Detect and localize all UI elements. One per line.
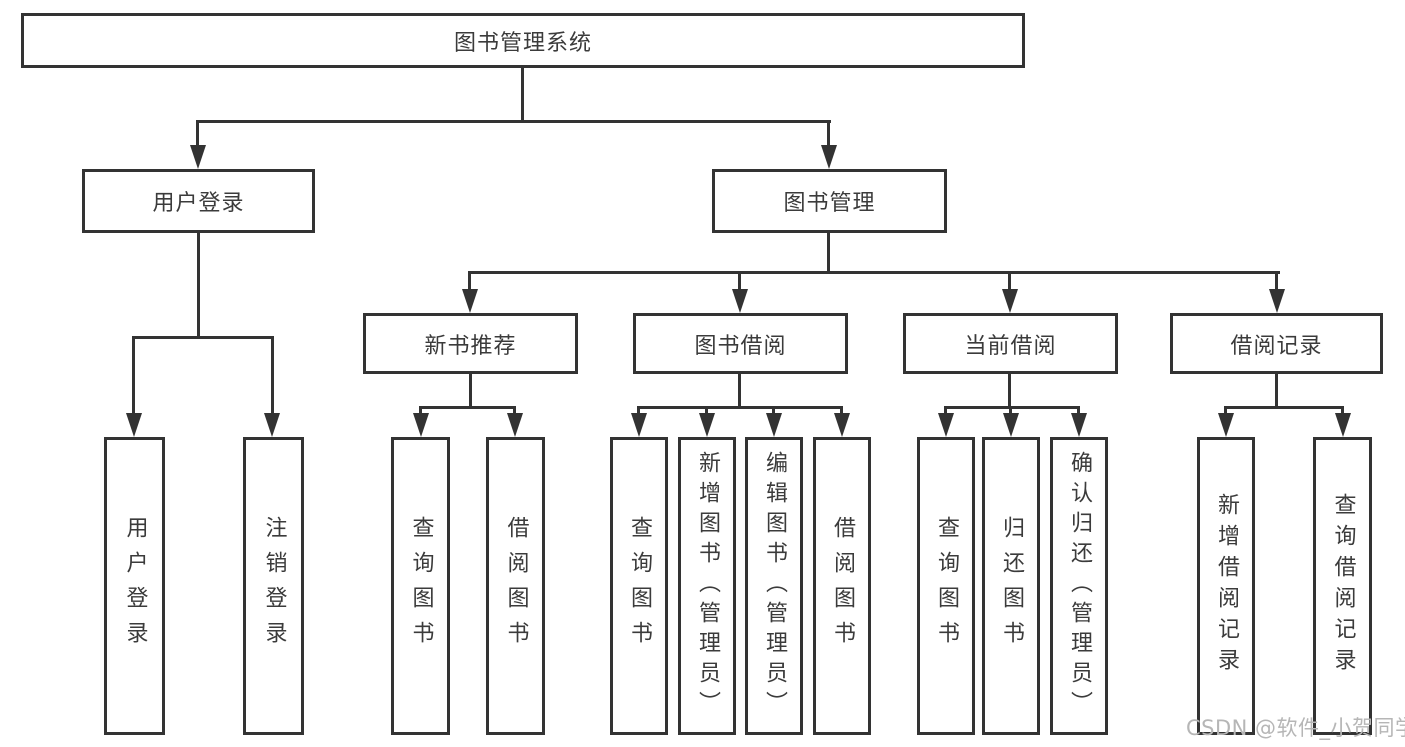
connector-drop-current-borrow [1008, 271, 1011, 293]
arrow-leaf-logout [264, 413, 280, 437]
arrow-bb-4 [834, 413, 850, 437]
arrow-user-login [190, 145, 206, 169]
connector-drop-user-login [196, 120, 199, 148]
leaf-bb-query-books-label: 查询图书 [627, 516, 652, 656]
node-root-label: 图书管理系统 [453, 30, 592, 56]
connector-drop-leaf-logout [271, 336, 274, 416]
arrow-cb-2 [1003, 413, 1019, 437]
connector-userlogin-stem [197, 233, 200, 336]
leaf-user-login-label: 用户登录 [122, 516, 148, 656]
leaf-bb-add-books-admin-label: 新增图书（管理员） [695, 451, 720, 721]
connector-bookmgmt-bar [469, 271, 1280, 274]
leaf-cb-confirm-return-admin-label: 确认归还（管理员） [1067, 451, 1092, 721]
node-current-borrowing-label: 当前借阅 [964, 333, 1057, 359]
connector-drop-bb-3 [772, 406, 775, 418]
csdn-watermark: CSDN @软件_小贺同学 [1186, 716, 1405, 740]
connector-drop-nb-borrow [513, 406, 516, 418]
node-borrowing-records: 借阅记录 [1170, 313, 1383, 374]
leaf-nb-query-books: 查询图书 [391, 437, 450, 735]
leaf-nb-borrow-books-label: 借阅图书 [503, 516, 529, 656]
connector-newbook-bar [419, 406, 516, 409]
connector-br-stem [1275, 374, 1278, 406]
connector-root-bar [197, 120, 831, 123]
leaf-bb-add-books-admin: 新增图书（管理员） [678, 437, 736, 735]
connector-drop-book-borrow [738, 271, 741, 293]
connector-userlogin-bar [133, 336, 274, 339]
arrow-nb-query [413, 413, 429, 437]
connector-drop-cb-2 [1009, 406, 1012, 418]
connector-cb-bar [944, 406, 1080, 409]
leaf-bb-edit-books-admin-label: 编辑图书（管理员） [762, 451, 787, 721]
leaf-nb-query-books-label: 查询图书 [408, 516, 434, 656]
connector-drop-bb-2 [705, 406, 708, 418]
connector-bb-stem [738, 374, 741, 406]
arrow-book-mgmt [821, 145, 837, 169]
arrow-bb-1 [631, 413, 647, 437]
connector-drop-cb-3 [1077, 406, 1080, 418]
arrow-leaf-login [126, 413, 142, 437]
leaf-bb-borrow-books-label: 借阅图书 [830, 516, 855, 656]
node-book-management: 图书管理 [712, 169, 947, 233]
arrow-bb-3 [766, 413, 782, 437]
leaf-br-query-record-label: 查询借阅记录 [1330, 493, 1356, 679]
leaf-logout: 注销登录 [243, 437, 304, 735]
connector-newbook-stem [469, 374, 472, 406]
leaf-bb-edit-books-admin: 编辑图书（管理员） [745, 437, 803, 735]
arrow-book-borrow [732, 289, 748, 313]
arrow-br-1 [1218, 413, 1234, 437]
connector-bookmgmt-stem [827, 233, 830, 271]
connector-bb-bar [637, 406, 842, 409]
connector-br-bar [1224, 406, 1344, 409]
connector-drop-cb-1 [944, 406, 947, 418]
node-root-system: 图书管理系统 [21, 13, 1025, 68]
connector-drop-nb-query [419, 406, 422, 418]
node-book-borrowing-label: 图书借阅 [694, 333, 787, 359]
leaf-br-query-record: 查询借阅记录 [1313, 437, 1372, 735]
node-new-book-recommend-label: 新书推荐 [424, 333, 517, 359]
node-user-login: 用户登录 [82, 169, 315, 233]
connector-drop-borrow-record [1275, 271, 1278, 293]
node-current-borrowing: 当前借阅 [903, 313, 1118, 374]
leaf-bb-borrow-books: 借阅图书 [813, 437, 871, 735]
connector-drop-br-1 [1224, 406, 1227, 418]
leaf-logout-label: 注销登录 [261, 516, 287, 656]
connector-root-stem [521, 68, 524, 120]
arrow-current-borrow [1002, 289, 1018, 313]
node-user-login-label: 用户登录 [152, 191, 245, 216]
leaf-cb-confirm-return-admin: 确认归还（管理员） [1050, 437, 1108, 735]
leaf-cb-query-books-label: 查询图书 [934, 516, 959, 656]
leaf-br-add-record: 新增借阅记录 [1197, 437, 1255, 735]
arrow-nb-borrow [507, 413, 523, 437]
connector-drop-leaf-login [132, 336, 135, 416]
connector-drop-bb-4 [840, 406, 843, 418]
arrow-br-2 [1335, 413, 1351, 437]
leaf-nb-borrow-books: 借阅图书 [486, 437, 545, 735]
connector-drop-new-book [468, 271, 471, 293]
arrow-new-book [462, 289, 478, 313]
connector-drop-book-mgmt [827, 120, 830, 148]
node-borrowing-records-label: 借阅记录 [1230, 333, 1323, 359]
connector-drop-br-2 [1341, 406, 1344, 418]
arrow-bb-2 [699, 413, 715, 437]
arrow-cb-1 [938, 413, 954, 437]
connector-drop-bb-1 [637, 406, 640, 418]
leaf-cb-return-books-label: 归还图书 [999, 516, 1024, 656]
node-book-management-label: 图书管理 [783, 191, 876, 216]
connector-cb-stem [1008, 374, 1011, 406]
node-book-borrowing: 图书借阅 [633, 313, 848, 374]
leaf-user-login: 用户登录 [104, 437, 165, 735]
leaf-cb-return-books: 归还图书 [982, 437, 1040, 735]
arrow-borrow-record [1269, 289, 1285, 313]
node-new-book-recommend: 新书推荐 [363, 313, 578, 374]
leaf-br-add-record-label: 新增借阅记录 [1214, 493, 1239, 679]
leaf-bb-query-books: 查询图书 [610, 437, 668, 735]
arrow-cb-3 [1071, 413, 1087, 437]
leaf-cb-query-books: 查询图书 [917, 437, 975, 735]
